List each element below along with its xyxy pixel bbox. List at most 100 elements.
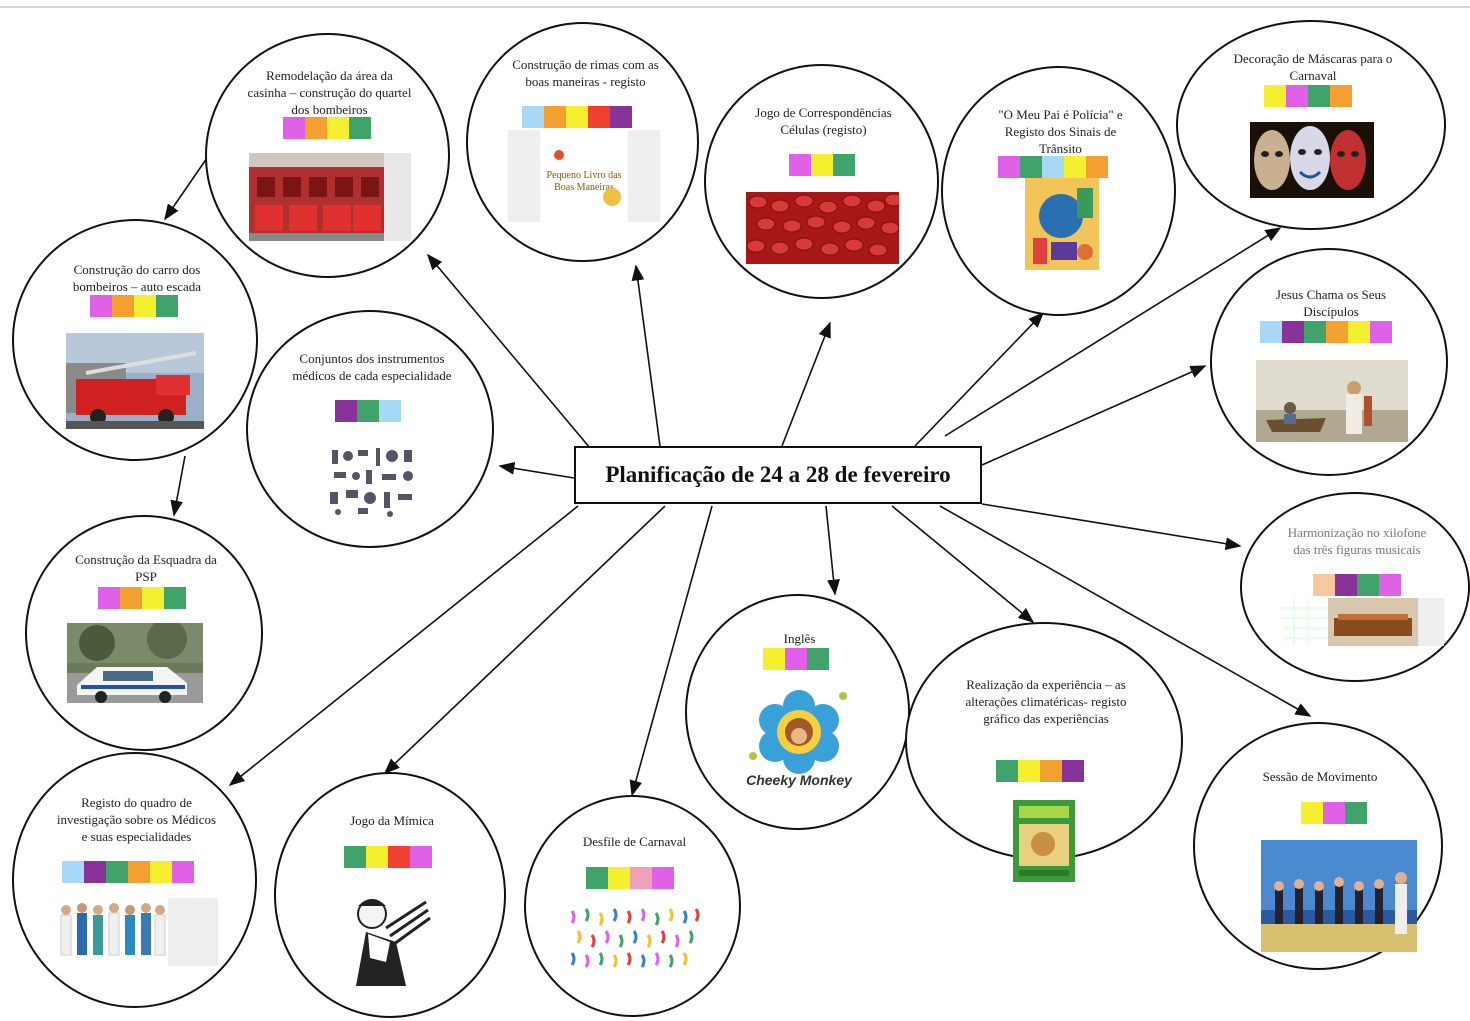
swatch-green <box>1357 574 1379 596</box>
node-harmonizacao: Harmonização no xilofone das três figura… <box>1240 492 1470 682</box>
node-instrumentos: Conjuntos dos instrumentos médicos de ca… <box>246 310 494 548</box>
swatch-magenta <box>1379 574 1401 596</box>
swatch-yellow <box>1064 156 1086 178</box>
swatch-purple <box>1335 574 1357 596</box>
fire-truck-photo <box>66 333 204 429</box>
swatch-lightblue <box>1260 321 1282 343</box>
swatch-peach <box>1313 574 1335 596</box>
color-swatches <box>789 154 855 176</box>
swatch-green <box>349 117 371 139</box>
color-swatches <box>1264 85 1352 107</box>
node-label: Jogo da Mímica <box>350 813 434 828</box>
swatch-yellow <box>1301 802 1323 824</box>
arrow-to-mimica <box>383 505 666 775</box>
node-label: Jogo de Correspondências Células (regist… <box>755 105 892 137</box>
node-label: Conjuntos dos instrumentos médicos de ca… <box>292 351 452 383</box>
swatch-green <box>1308 85 1330 107</box>
color-swatches <box>344 846 432 868</box>
swatch-yellow <box>150 861 172 883</box>
node-rimas: Construção de rimas com as boas maneiras… <box>466 22 699 262</box>
swatch-red <box>588 106 610 128</box>
swatch-lightblue <box>1042 156 1064 178</box>
node-label: Remodelação da área da casinha – constru… <box>247 68 412 117</box>
swatch-magenta <box>1286 85 1308 107</box>
color-swatches <box>996 760 1084 782</box>
node-label: "O Meu Pai é Polícia" e Registo dos Sina… <box>998 107 1123 156</box>
node-celulas: Jogo de Correspondências Células (regist… <box>704 64 939 299</box>
swatch-magenta <box>1323 802 1345 824</box>
color-swatches <box>90 295 178 317</box>
book-title-text: Pequeno Livro das Boas Maneiras <box>546 170 622 193</box>
node-movimento: Sessão de Movimento <box>1193 722 1443 970</box>
node-meu-pai: "O Meu Pai é Polícia" e Registo dos Sina… <box>941 66 1176 316</box>
swatch-magenta <box>785 648 807 670</box>
node-experiencia: Realização da experiência – as alteraçõe… <box>905 622 1183 882</box>
node-label: Construção de rimas com as boas maneiras… <box>512 57 659 89</box>
color-swatches <box>998 156 1108 178</box>
gym-class-photo <box>1261 840 1417 952</box>
node-label: Decoração de Máscaras para o Carnaval <box>1233 51 1393 83</box>
swatch-purple <box>84 861 106 883</box>
node-bombeiros-quartel: Remodelação da área da casinha – constru… <box>205 33 450 278</box>
book-cover-meu-pai-policia <box>1025 178 1099 270</box>
node-label: Construção do carro dos bombeiros – auto… <box>72 262 202 294</box>
arrow-to-jesus <box>981 365 1207 466</box>
xylophone-photo <box>1282 598 1444 646</box>
swatch-orange <box>544 106 566 128</box>
swatch-yellow <box>811 154 833 176</box>
node-label: Realização da experiência – as alteraçõe… <box>965 677 1127 726</box>
arrow-to-rimas <box>631 264 661 447</box>
swatch-yellow <box>1018 760 1040 782</box>
arrow-to-bombeiros-quartel <box>426 253 591 449</box>
arrow-to-movimento <box>939 505 1312 717</box>
swatch-magenta <box>98 587 120 609</box>
swatch-green <box>996 760 1018 782</box>
arrow-to-celulas <box>781 321 831 447</box>
node-label: Registo do quadro de investigação sobre … <box>56 795 217 844</box>
color-swatches <box>1313 574 1401 596</box>
swatch-orange <box>1040 760 1062 782</box>
jesus-disciples-painting <box>1256 360 1408 442</box>
swatch-green <box>1020 156 1042 178</box>
swatch-orange <box>120 587 142 609</box>
node-jesus: Jesus Chama os Seus Discípulos <box>1210 248 1448 476</box>
arrow-to-instrumentos <box>498 461 575 479</box>
node-label: Inglês <box>783 631 816 646</box>
swatch-magenta <box>410 846 432 868</box>
swatch-magenta <box>283 117 305 139</box>
node-label: Sessão de Movimento <box>1262 769 1378 784</box>
node-registo-medicos: Registo do quadro de investigação sobre … <box>12 752 257 1008</box>
color-swatches <box>1260 321 1392 343</box>
swatch-purple <box>335 400 357 422</box>
swatch-lightblue <box>522 106 544 128</box>
police-car-photo <box>67 623 203 703</box>
swatch-green <box>344 846 366 868</box>
center-title-box: Planificação de 24 a 28 de fevereiro <box>574 446 982 504</box>
swatch-lightblue <box>379 400 401 422</box>
color-swatches <box>586 867 674 889</box>
color-swatches <box>335 400 401 422</box>
swatch-yellow <box>763 648 785 670</box>
swatch-yellow <box>608 867 630 889</box>
arrow-to-registo-medicos <box>228 505 579 787</box>
swatch-yellow <box>1348 321 1370 343</box>
swatch-yellow <box>566 106 588 128</box>
node-label: Jesus Chama os Seus Discípulos <box>1275 287 1387 319</box>
swatch-orange <box>112 295 134 317</box>
color-swatches <box>283 117 371 139</box>
color-swatches <box>62 861 194 883</box>
cheeky-monkey-logo: Cheeky Monkey <box>743 686 855 796</box>
swatch-magenta <box>172 861 194 883</box>
swatch-purple <box>1062 760 1084 782</box>
swatch-purple <box>610 106 632 128</box>
node-carro-bombeiros: Construção do carro dos bombeiros – auto… <box>12 219 258 461</box>
arrow-to-desfile <box>629 505 713 797</box>
node-desfile: Desfile de Carnaval <box>524 795 741 1017</box>
swatch-orange <box>1086 156 1108 178</box>
arrow-carro-to-esquadra <box>170 455 186 517</box>
arrow-to-ingles <box>825 505 840 596</box>
carnival-masks-photo <box>1250 122 1374 198</box>
swatch-green <box>807 648 829 670</box>
science-book-cover <box>1013 800 1075 882</box>
